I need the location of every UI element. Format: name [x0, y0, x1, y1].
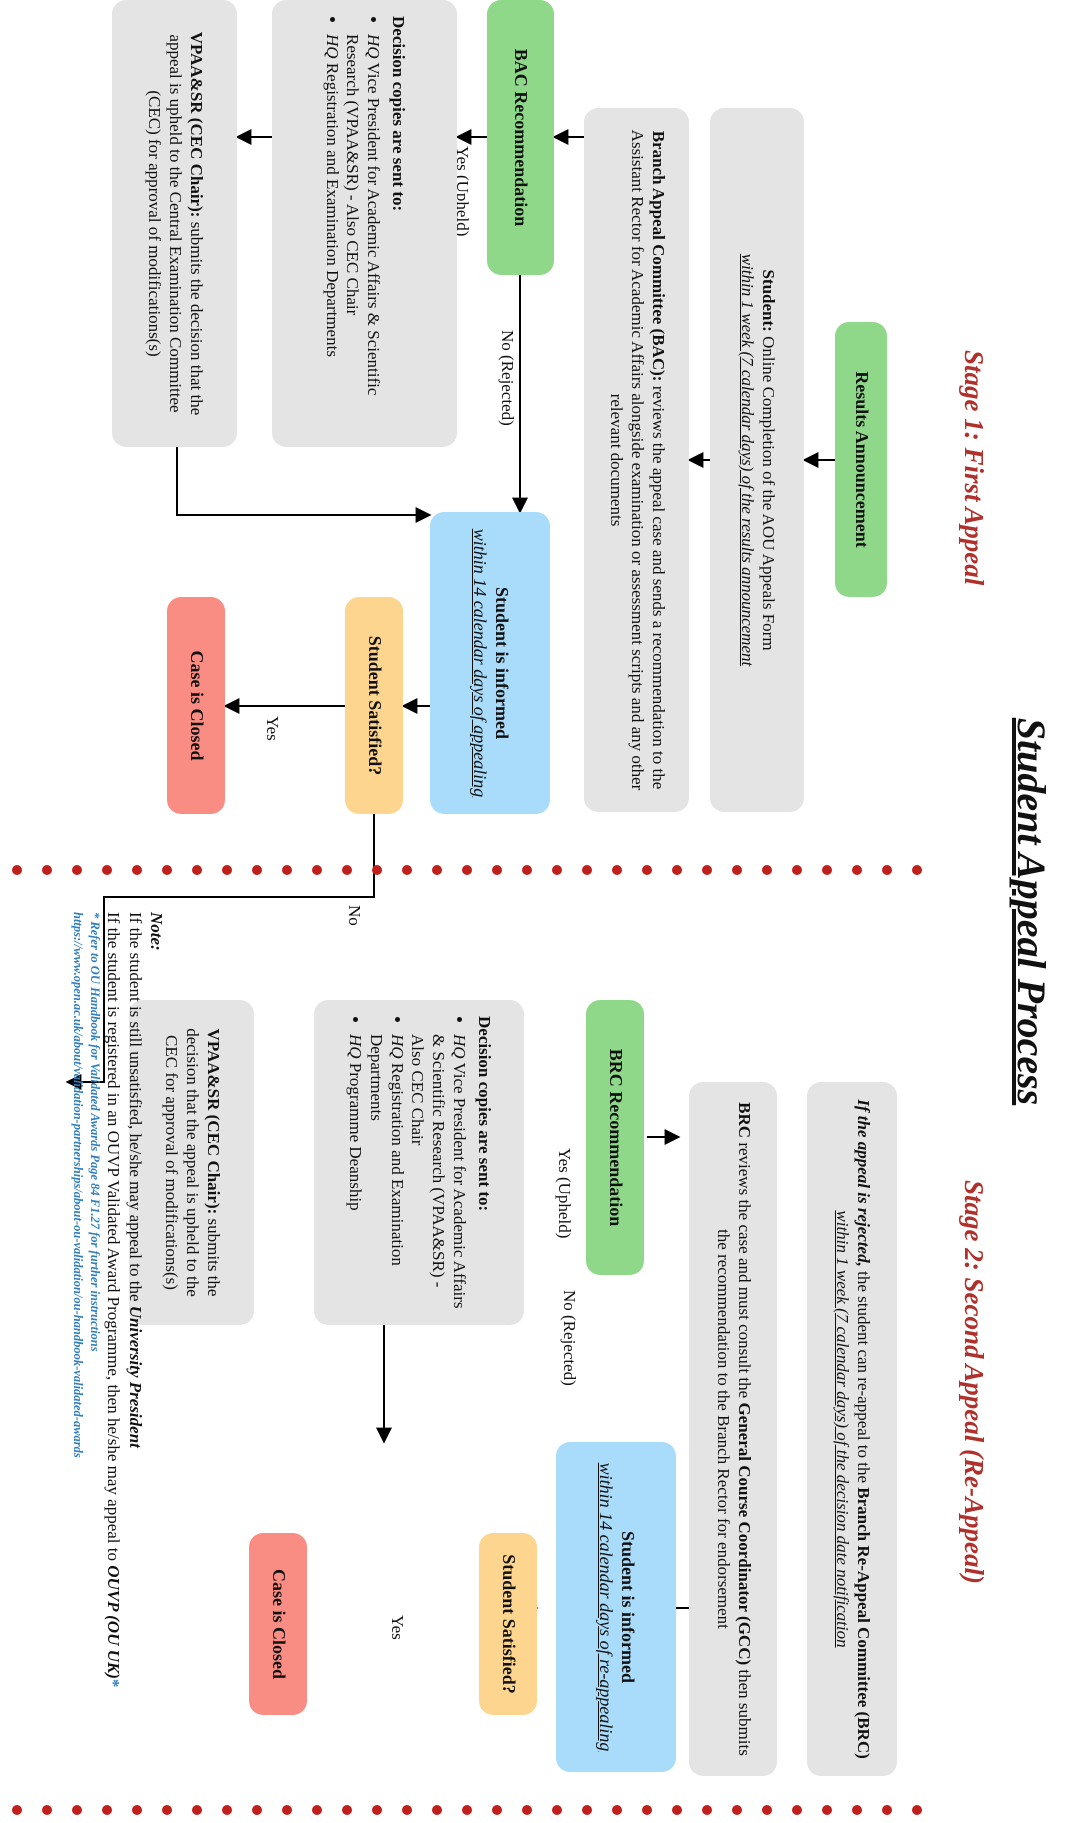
- stage1-informed-box: Student is informed within 14 calendar d…: [430, 512, 550, 814]
- student-form-text: Student: Online Completion of the AOU Ap…: [758, 269, 778, 651]
- stage1-informed-deadline: within 14 calendar days of appealing: [470, 528, 490, 798]
- stage2-informed-title: Student is informed: [617, 1530, 638, 1683]
- brc-text: BRC reviews the case and must consult th…: [714, 1102, 754, 1756]
- stage2-copy-item: HQ Vice President for Academic Affairs &…: [407, 1034, 468, 1309]
- student-form-deadline: within 1 week (7 calendar days) of the r…: [738, 253, 757, 667]
- note-line-ouvp: If the student is registered in an OUVP …: [104, 912, 124, 1688]
- note-line-president: If the student is still unsatisfied, he/…: [125, 912, 145, 1448]
- stage1-yes-label: Yes: [263, 716, 282, 741]
- note-reference: * Refer to OU Handbook for Validated Awa…: [88, 912, 103, 1352]
- stage1-closed-box: Case is Closed: [167, 597, 225, 814]
- arrow-satisfied-no-to-stage2: [65, 783, 375, 1090]
- brc-box: BRC reviews the case and must consult th…: [689, 1082, 777, 1776]
- stage-divider: [12, 865, 922, 1815]
- stage2-yes-upheld-label: Yes (Upheld): [555, 1148, 574, 1239]
- reappeal-text: If the appeal is rejected, the student c…: [853, 1099, 873, 1759]
- bac-recommendation-box: BAC Recommendation: [487, 0, 554, 275]
- stage2-copy-item: HQ Registration and Examination Departme…: [365, 1034, 407, 1309]
- stage1-heading: Stage 1: First Appeal: [959, 350, 989, 586]
- stage2-closed-box: Case is Closed: [249, 1533, 307, 1715]
- student-form-box: Student: Online Completion of the AOU Ap…: [710, 108, 804, 812]
- stage1-informed-title: Student is informed: [491, 586, 512, 739]
- stage1-vpaa-text: VPAA&SR (CEC Chair): submits the decisio…: [145, 31, 206, 416]
- stage2-no-label: No: [345, 905, 364, 926]
- results-announcement-box: Results Announcement: [835, 322, 887, 597]
- arrow-vpaa-to-informed: [176, 447, 432, 523]
- reappeal-box: If the appeal is rejected, the student c…: [807, 1082, 897, 1776]
- stage1-decision-copies-box: Decision copies are sent to: HQ Vice Pre…: [272, 0, 457, 447]
- stage2-heading: Stage 2: Second Appeal (Re-Appeal): [959, 1180, 989, 1584]
- reappeal-deadline: within 1 week (7 calendar days) of the d…: [833, 1210, 852, 1648]
- note-heading: Note:: [147, 912, 166, 951]
- stage2-informed-box: Student is informed within 14 calendar d…: [556, 1442, 676, 1772]
- stage2-vpaa-text: VPAA&SR (CEC Chair): submits the decisio…: [162, 1028, 223, 1297]
- stage2-no-rejected-label: No (Rejected): [560, 1290, 579, 1386]
- page-title: Student Appeal Process: [1009, 717, 1054, 1106]
- note-reference-link[interactable]: https://www.open.ac.uk/about/validation-…: [71, 912, 86, 1458]
- note-section: Note: If the student is still unsatisfie…: [70, 912, 168, 1802]
- stage1-vpaa-box: VPAA&SR (CEC Chair): submits the decisio…: [112, 0, 237, 447]
- stage2-satisfied-box: Student Satisfied?: [479, 1533, 537, 1715]
- brc-recommendation-box: BRC Recommendation: [586, 1000, 644, 1275]
- stage2-decision-copies-heading: Decision copies are sent to:: [474, 1016, 494, 1212]
- stage2-yes-label: Yes: [388, 1615, 407, 1640]
- stage1-no-rejected-label: No (Rejected): [498, 330, 517, 426]
- stage1-copy-item: HQ Registration and Examination Departme…: [321, 34, 342, 431]
- bac-text: Branch Appeal Committee (BAC): reviews t…: [607, 129, 668, 791]
- stage1-copy-item: HQ Vice President for Academic Affairs &…: [342, 34, 384, 431]
- stage2-copy-item: HQ Programme Deanship: [344, 1034, 365, 1309]
- stage2-decision-copies-box: Decision copies are sent to: HQ Vice Pre…: [314, 1000, 524, 1325]
- bac-box: Branch Appeal Committee (BAC): reviews t…: [584, 108, 689, 812]
- stage1-satisfied-box: Student Satisfied?: [345, 597, 403, 814]
- stage1-decision-copies-heading: Decision copies are sent to:: [388, 16, 408, 212]
- stage2-informed-deadline: within 14 calendar days of re-appealing: [596, 1462, 616, 1752]
